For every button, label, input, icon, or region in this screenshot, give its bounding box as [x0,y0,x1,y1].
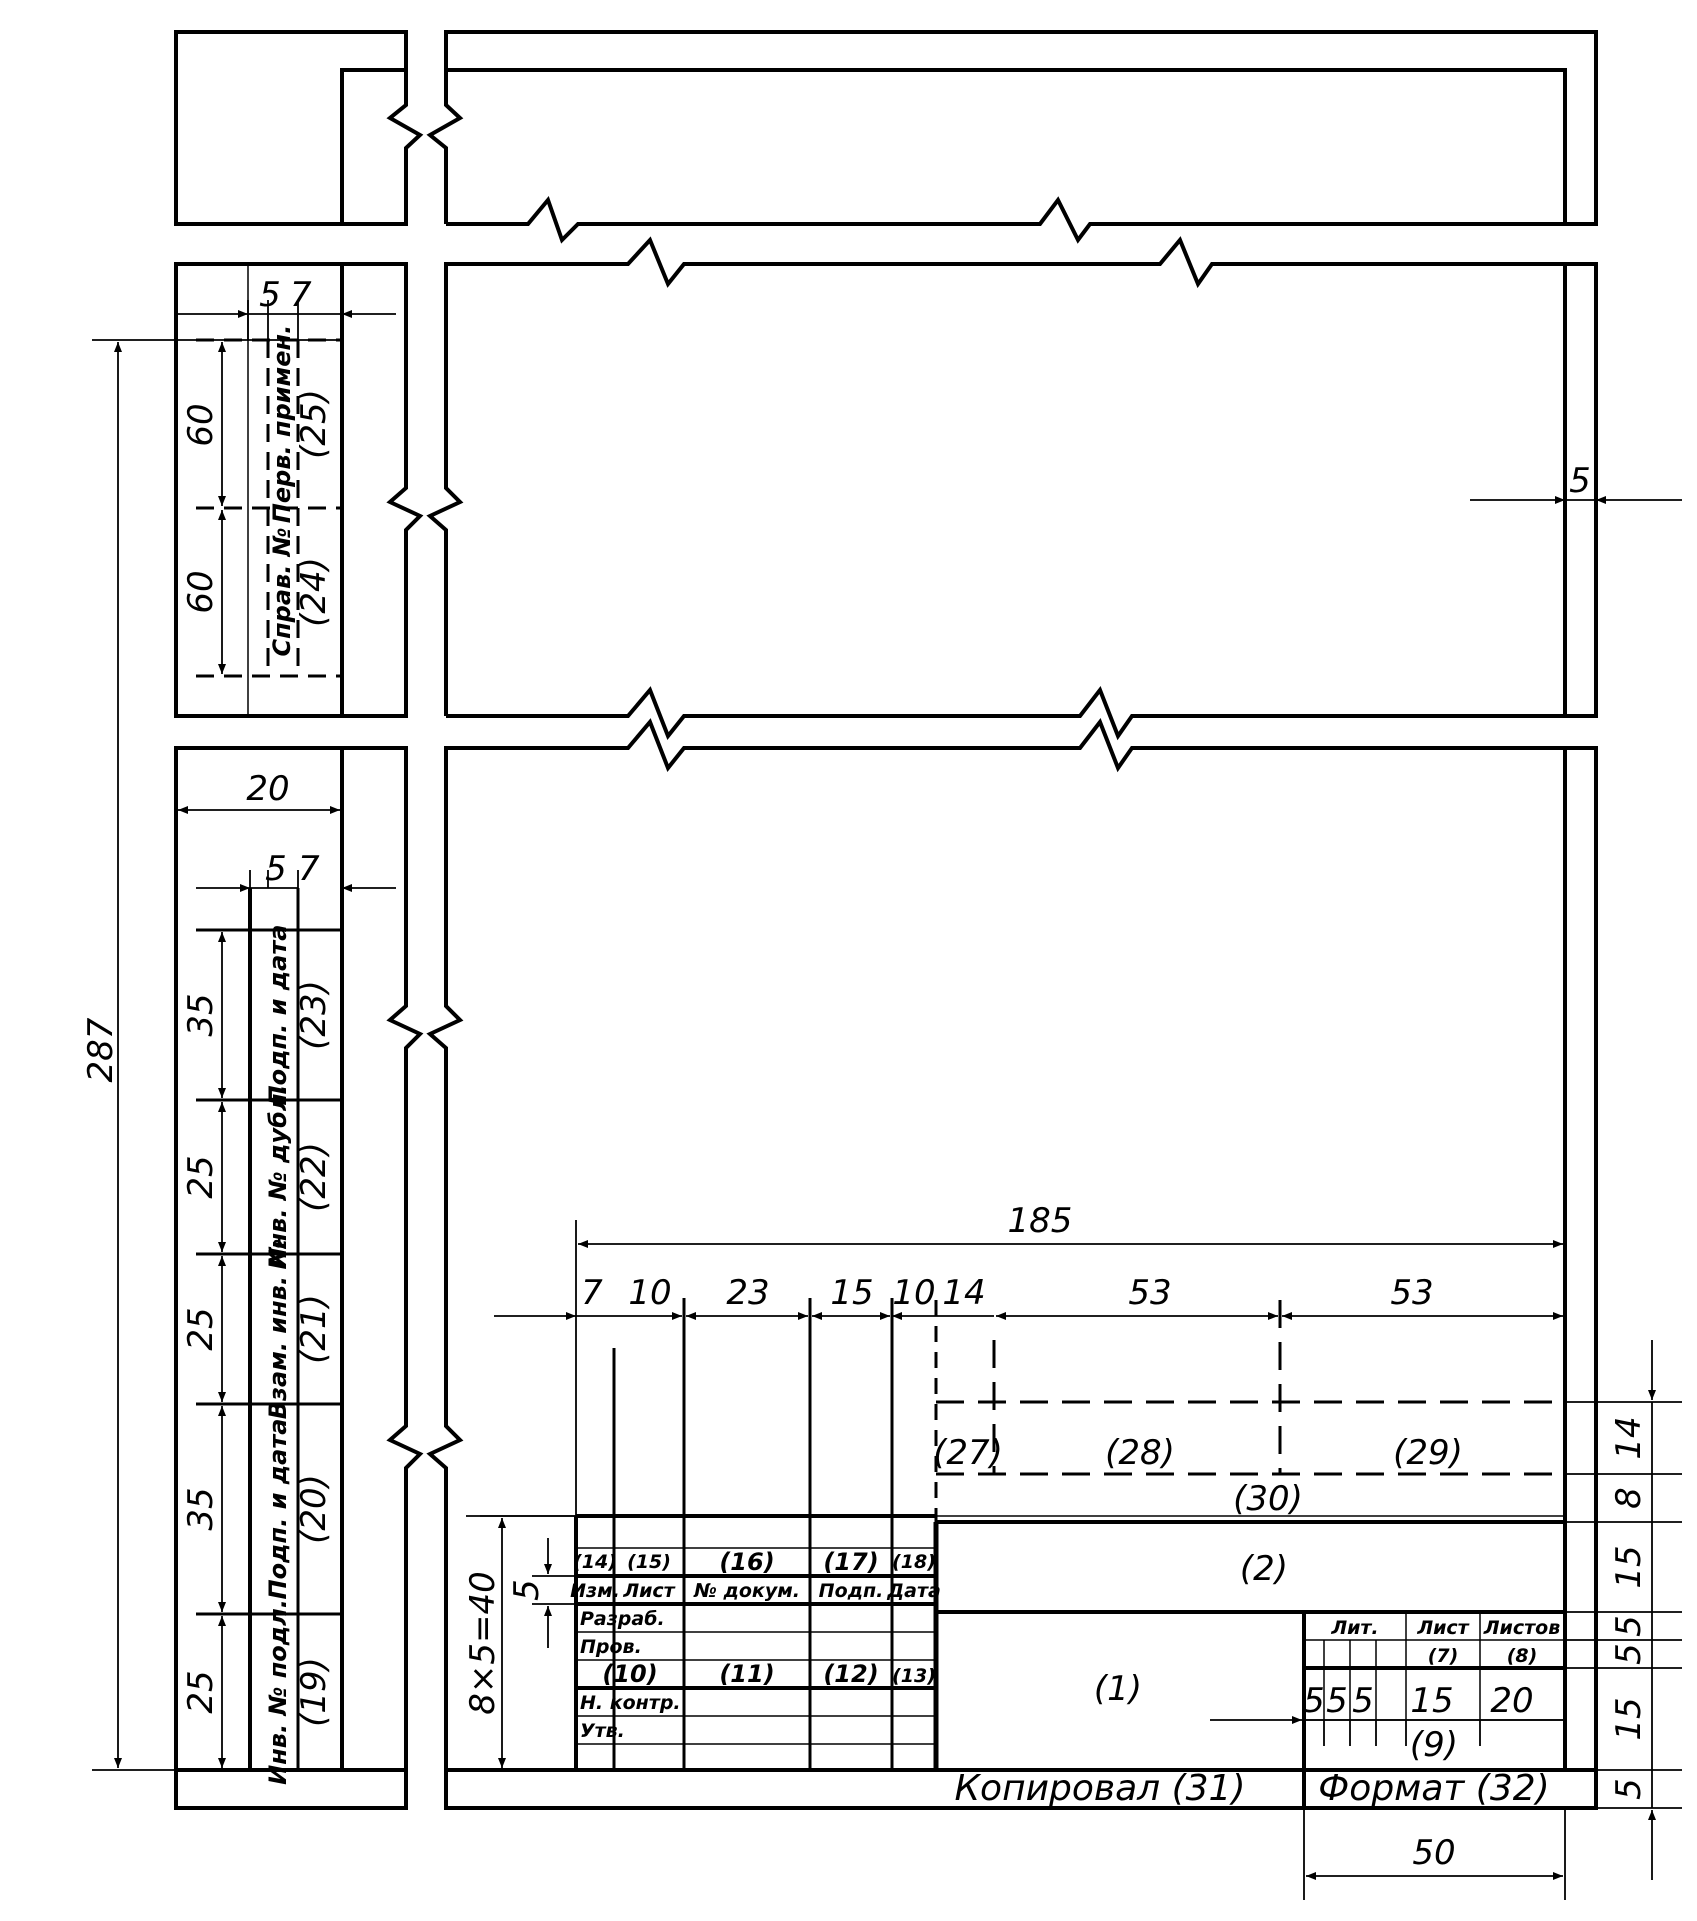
field-21: (21) [294,1294,334,1364]
field-28: (28) [1105,1433,1175,1473]
dim-35-b: 35 [181,1487,221,1530]
dim-h7: 7 [581,1273,603,1313]
dim-5-mid: 5 [265,849,287,889]
label-inv-dubl: Инв. № дубл. [264,1084,292,1269]
dim-50: 50 [1412,1833,1455,1873]
label-kopiroval: Копировал (31) [954,1768,1245,1809]
field-14: (14) [573,1551,617,1573]
field-12: (12) [823,1660,878,1688]
dim-5-top: 5 [259,275,281,315]
dim-n5b: 5 [1326,1681,1348,1721]
title-block-dimension-lines [466,1220,1682,1900]
dim-h15: 15 [830,1273,873,1313]
dim-v15b: 15 [1609,1697,1649,1740]
col-no-dokum: № докум. [693,1580,800,1602]
label-podp-data-2: Подп. и дата [264,1419,292,1600]
dim-7-mid: 7 [298,849,320,889]
dim-h10a: 10 [628,1273,671,1313]
dim-287: 287 [81,1017,121,1082]
field-20: (20) [294,1474,334,1544]
field-2: (2) [1240,1549,1288,1589]
col-lit: Лит. [1330,1617,1378,1639]
field-22: (22) [294,1142,334,1212]
row-n-kontr: Н. контр. [580,1692,681,1714]
field-18: (18) [892,1551,936,1573]
left-dimension-lines [92,300,396,1771]
dim-n5a: 5 [1303,1681,1325,1721]
label-format: Формат (32) [1318,1768,1549,1809]
label-vzam-inv: Взам. инв. № [264,1239,292,1419]
dim-185: 185 [1008,1201,1073,1241]
field-30: (30) [1233,1479,1303,1519]
field-27: (27) [933,1433,1003,1473]
field-29: (29) [1393,1433,1463,1473]
dim-h53a: 53 [1128,1273,1171,1313]
row-razrab: Разраб. [580,1608,665,1630]
col-list-sheet: Лист [1416,1617,1469,1639]
field-7: (7) [1428,1645,1459,1667]
dim-h10b: 10 [892,1273,935,1313]
label-perv-primen: Перв. примен. [268,325,296,523]
col-data: Дата [886,1580,941,1602]
dim-5-right-margin: 5 [1569,461,1591,501]
dim-8x5-40: 8×5=40 [463,1571,503,1715]
dim-5-left: 5 [507,1579,547,1601]
left-column-lines [196,264,342,1770]
col-list: Лист [622,1580,675,1602]
field-23: (23) [294,980,334,1050]
col-listov: Листов [1483,1617,1560,1639]
dim-20: 20 [246,769,289,809]
dim-v5c: 5 [1609,1778,1649,1800]
field-11: (11) [719,1660,774,1688]
dim-n20: 20 [1490,1681,1533,1721]
label-podp-data-1: Подп. и дата [264,925,292,1106]
label-inv-podl: Инв. № подл. [264,1599,292,1785]
dim-h53b: 53 [1390,1273,1433,1313]
dim-v15a: 15 [1609,1545,1649,1588]
dim-n15: 15 [1410,1681,1453,1721]
field-25: (25) [294,389,334,459]
field-15: (15) [627,1551,671,1573]
dim-7-top: 7 [290,275,312,315]
row-prov: Пров. [580,1636,642,1658]
dim-25-c: 25 [181,1670,221,1713]
dim-h23: 23 [726,1273,769,1313]
field-10: (10) [602,1660,657,1688]
dim-60-a: 60 [181,403,221,446]
field-24: (24) [294,557,334,627]
dim-25-b: 25 [181,1307,221,1350]
frame-lines [174,30,1598,1810]
dim-v5a: 5 [1609,1615,1649,1637]
dim-v8: 8 [1609,1487,1649,1509]
dim-60-b: 60 [181,570,221,613]
col-podp: Подп. [819,1580,884,1602]
row-utv: Утв. [580,1720,625,1742]
dim-n5c: 5 [1352,1681,1374,1721]
field-1: (1) [1094,1669,1142,1709]
field-13: (13) [892,1665,936,1687]
col-izm: Изм. [570,1580,620,1602]
title-block-lines [480,1298,1565,1808]
field-17: (17) [823,1548,878,1576]
dim-25-a: 25 [181,1155,221,1198]
dim-35-a: 35 [181,993,221,1036]
field-9: (9) [1410,1725,1458,1765]
field-8: (8) [1507,1645,1538,1667]
dim-v5b: 5 [1609,1643,1649,1665]
label-sprav-no: Справ. № [268,527,296,656]
dim-h14: 14 [942,1273,985,1313]
field-19: (19) [294,1657,334,1727]
field-16: (16) [719,1548,774,1576]
dim-v14: 14 [1609,1416,1649,1459]
